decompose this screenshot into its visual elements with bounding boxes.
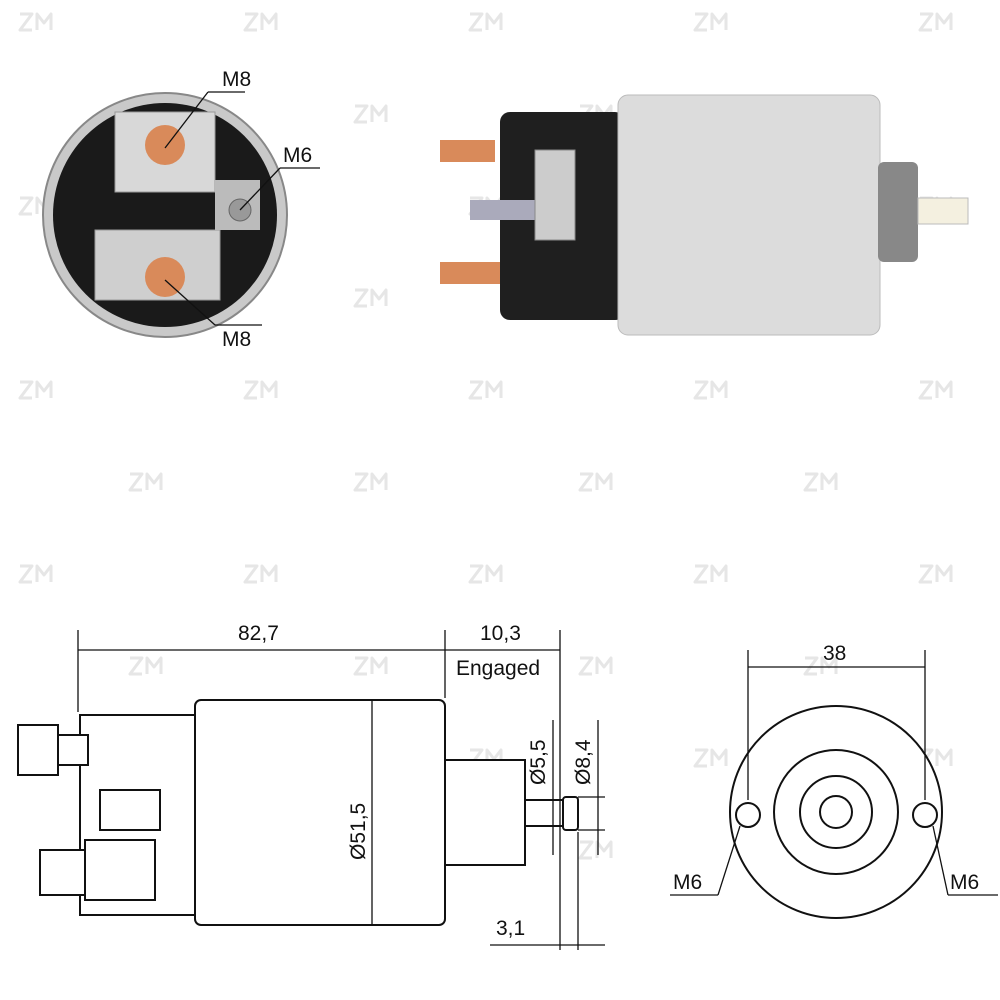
dim-length: 82,7 <box>238 622 279 645</box>
m8-bottom-terminal <box>145 257 185 297</box>
dim-travel-note: Engaged <box>456 657 540 680</box>
watermark-logo <box>353 472 388 492</box>
watermark-logo <box>468 564 503 584</box>
watermark-logo <box>18 564 53 584</box>
watermark-logo <box>693 12 728 32</box>
watermark-logo <box>243 380 278 400</box>
watermark-logo <box>578 656 613 676</box>
drawing-end-view: 38 M6 M6 <box>670 642 998 919</box>
watermark-logo <box>803 472 838 492</box>
watermark-logo <box>693 380 728 400</box>
dim-body-diameter: Ø51,5 <box>347 803 370 860</box>
watermark-logo <box>353 104 388 124</box>
photo-end-view: M8 M6 M8 <box>42 68 320 351</box>
watermark-logo <box>353 656 388 676</box>
watermark-logo <box>353 288 388 308</box>
watermark-logo <box>243 564 278 584</box>
watermark-logo <box>128 472 163 492</box>
watermark-logo <box>18 12 53 32</box>
watermark-logo <box>918 12 953 32</box>
label-m8-bottom: M8 <box>222 328 251 351</box>
watermark-logo <box>693 748 728 768</box>
drawing-side-view: 82,7 10,3 Engaged Ø51,5 Ø5,5 Ø8,4 3,1 <box>17 622 605 950</box>
watermark-logo <box>693 564 728 584</box>
label-left-hole: M6 <box>673 871 702 894</box>
dim-tip-length: 3,1 <box>496 917 525 940</box>
label-right-hole: M6 <box>950 871 979 894</box>
dim-hole-spacing: 38 <box>823 642 846 665</box>
dim-tip-diameter: Ø8,4 <box>572 739 595 785</box>
watermark-logo <box>468 12 503 32</box>
watermark-logo <box>468 380 503 400</box>
watermark-logo <box>243 12 278 32</box>
m8-top-terminal <box>145 125 185 165</box>
label-m8-top: M8 <box>222 68 251 91</box>
watermark-logo <box>578 840 613 860</box>
watermark-logo <box>578 472 613 492</box>
label-m6-side: M6 <box>283 144 312 167</box>
watermark-logo <box>128 656 163 676</box>
watermark-logo <box>918 380 953 400</box>
watermark-logo <box>918 564 953 584</box>
photo-side-view <box>440 94 969 336</box>
dim-travel: 10,3 <box>480 622 521 645</box>
watermark-logo <box>18 380 53 400</box>
dim-shaft-diameter: Ø5,5 <box>527 739 550 785</box>
